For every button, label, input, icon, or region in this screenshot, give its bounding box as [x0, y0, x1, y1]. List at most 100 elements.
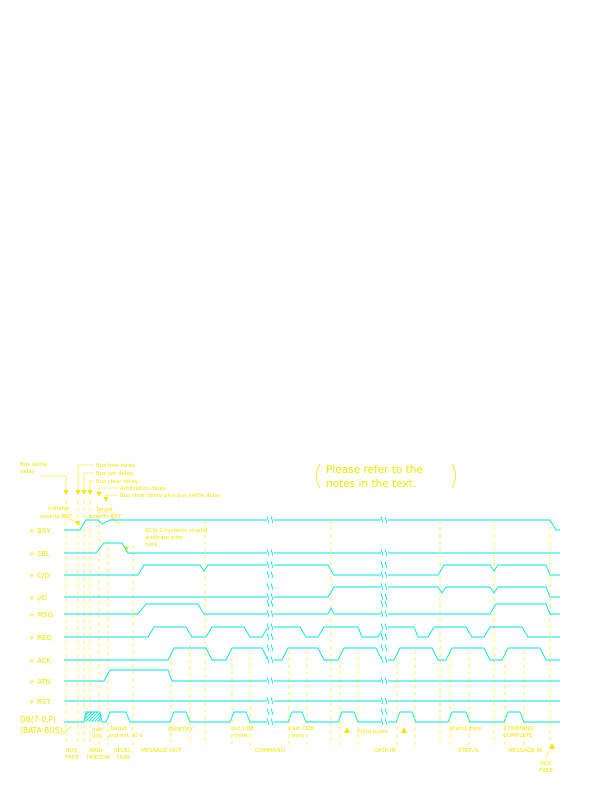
phase-arbitration-2: TRATION	[85, 755, 110, 761]
time-break-icon	[266, 656, 274, 664]
arrow-set	[81, 490, 87, 495]
bus-clear-settle-delay-label: Bus clear delay plus bus settle delay	[120, 493, 222, 499]
time-break-icon	[380, 610, 388, 618]
time-break-icon	[380, 516, 388, 524]
phase-message-out: MESSAGE OUT	[141, 748, 182, 754]
data-bus-waveform	[64, 711, 560, 723]
data-bytes-arrows	[344, 727, 407, 733]
time-break-icon	[266, 583, 274, 591]
time-break-icon	[380, 583, 388, 591]
scsi1-arrow	[124, 546, 129, 552]
data-bytes-label: Data bytes	[358, 729, 388, 735]
bsy-waveform	[64, 519, 560, 531]
time-break-icon	[266, 677, 274, 685]
bus-free-end-pointer	[545, 750, 550, 758]
note-box: Please refer to the notes in the text.	[316, 463, 456, 490]
time-break-icon	[380, 718, 388, 726]
time-break-icon	[380, 549, 388, 557]
data-bus-label-2: (BATA BUS)	[20, 726, 63, 735]
note-line-2: notes in the text.	[326, 478, 416, 490]
time-break-icon	[380, 644, 388, 652]
command-complete-2: COMPLETE	[503, 733, 533, 739]
time-break-icon	[380, 656, 388, 664]
cd-waveform	[64, 564, 560, 576]
last-cdb-label-1: Last CDB	[289, 726, 314, 732]
assert-annotations: Initiator asserts BSY Target asserts BSY…	[40, 506, 207, 548]
scsi1-note-3: here.	[145, 542, 159, 548]
status-byte-label: Status byte	[450, 726, 482, 732]
phase-data-in: DATA IN	[374, 748, 396, 754]
phase-message-in: MESSAGE IN	[508, 748, 542, 754]
waveforms	[64, 516, 560, 726]
first-cdb-label-1: 1st CDB	[232, 726, 254, 732]
own-ids-1: own	[92, 727, 104, 733]
time-break-icon	[266, 593, 274, 601]
phase-bus-free-end-2: FREE	[539, 768, 553, 774]
arrow-clear	[87, 490, 93, 495]
note-line-1: Please refer to the	[326, 464, 423, 476]
data-bytes-arrow-left	[344, 727, 350, 733]
arrow-free	[75, 490, 81, 495]
signal-label-bsy: + BSY	[29, 527, 51, 535]
bus-settle-delay-label-1: Bus settle	[20, 462, 48, 468]
time-break-icon	[266, 549, 274, 557]
time-break-icon	[266, 708, 274, 716]
last-cdb-label-2: byte	[292, 733, 305, 739]
phase-command: COMMAND	[255, 748, 285, 754]
time-break-icon	[380, 708, 388, 716]
byte-labels: own ID's Target and init. ID's IDENTIFY …	[92, 726, 534, 740]
time-break-icon	[266, 623, 274, 631]
bus-settle-delay-label-2: delay	[20, 469, 36, 475]
target-asserts-2: asserts BSY	[89, 514, 122, 520]
phase-labels: BUS FREE ARBI- TRATION SELEC- TION MESSA…	[65, 748, 553, 774]
phase-status: STATUS	[458, 748, 479, 754]
time-break-icon	[380, 677, 388, 685]
time-break-icon	[266, 697, 274, 705]
first-cdb-label-2: byte	[235, 733, 248, 739]
phase-bus-free-2: FREE	[65, 755, 79, 761]
assert-pointers	[67, 517, 122, 526]
bus-clear-delay-label: Bus clear delay	[96, 479, 139, 485]
time-break-icon	[266, 633, 274, 641]
signal-label-sel: + SEL	[29, 550, 50, 558]
data-bus-pointer	[61, 725, 73, 735]
delay-labels: Bus settle delay Bus free delay Bus set …	[20, 462, 222, 499]
time-break-icon	[380, 571, 388, 579]
atn-waveform	[64, 669, 560, 682]
time-break-icon	[380, 633, 388, 641]
command-complete-1: COMMAND	[504, 726, 534, 732]
bus-free-delay-label: Bus free delay	[96, 463, 136, 469]
time-break-icon	[380, 593, 388, 601]
initiator-arrow	[75, 521, 80, 526]
time-break-icon	[380, 600, 388, 608]
target-init-ids-2: and init. ID's	[108, 733, 143, 739]
time-break-icon	[380, 561, 388, 569]
delay-arrows	[63, 490, 109, 502]
signal-label-atn: + ATN	[29, 678, 51, 686]
time-break-icon	[266, 610, 274, 618]
time-break-icon	[266, 644, 274, 652]
initiator-asserts-2: asserts BSY	[40, 514, 73, 520]
signal-label-ack: + ACK	[29, 657, 52, 665]
ack-waveform	[64, 647, 560, 661]
msg-waveform	[64, 603, 560, 615]
arbitration-id-block	[85, 711, 101, 722]
bus-free-end-arrow	[549, 743, 555, 749]
target-init-ids-1: Target	[109, 726, 128, 732]
phase-arbitration-1: ARBI-	[89, 748, 104, 754]
identify-byte-label: IDENTIFY	[168, 727, 194, 733]
signal-label-io: + I/O	[29, 594, 48, 602]
phase-boundary-lines	[65, 500, 551, 745]
scsi1-note-2: arbitrate over	[145, 535, 184, 541]
arrow-clear-settle	[103, 497, 109, 502]
data-bus-label-1: DB(7-0,P)	[20, 715, 56, 724]
signal-label-req: + REQ	[29, 634, 52, 642]
phase-selection-1: SELEC-	[114, 748, 133, 754]
time-break-icon	[266, 516, 274, 524]
time-break-icon	[266, 561, 274, 569]
target-asserts-1: Target	[95, 507, 114, 513]
time-break-icon	[266, 571, 274, 579]
phase-bus-free-1: BUS	[66, 748, 78, 754]
initiator-asserts-1: Initiator	[48, 506, 70, 512]
